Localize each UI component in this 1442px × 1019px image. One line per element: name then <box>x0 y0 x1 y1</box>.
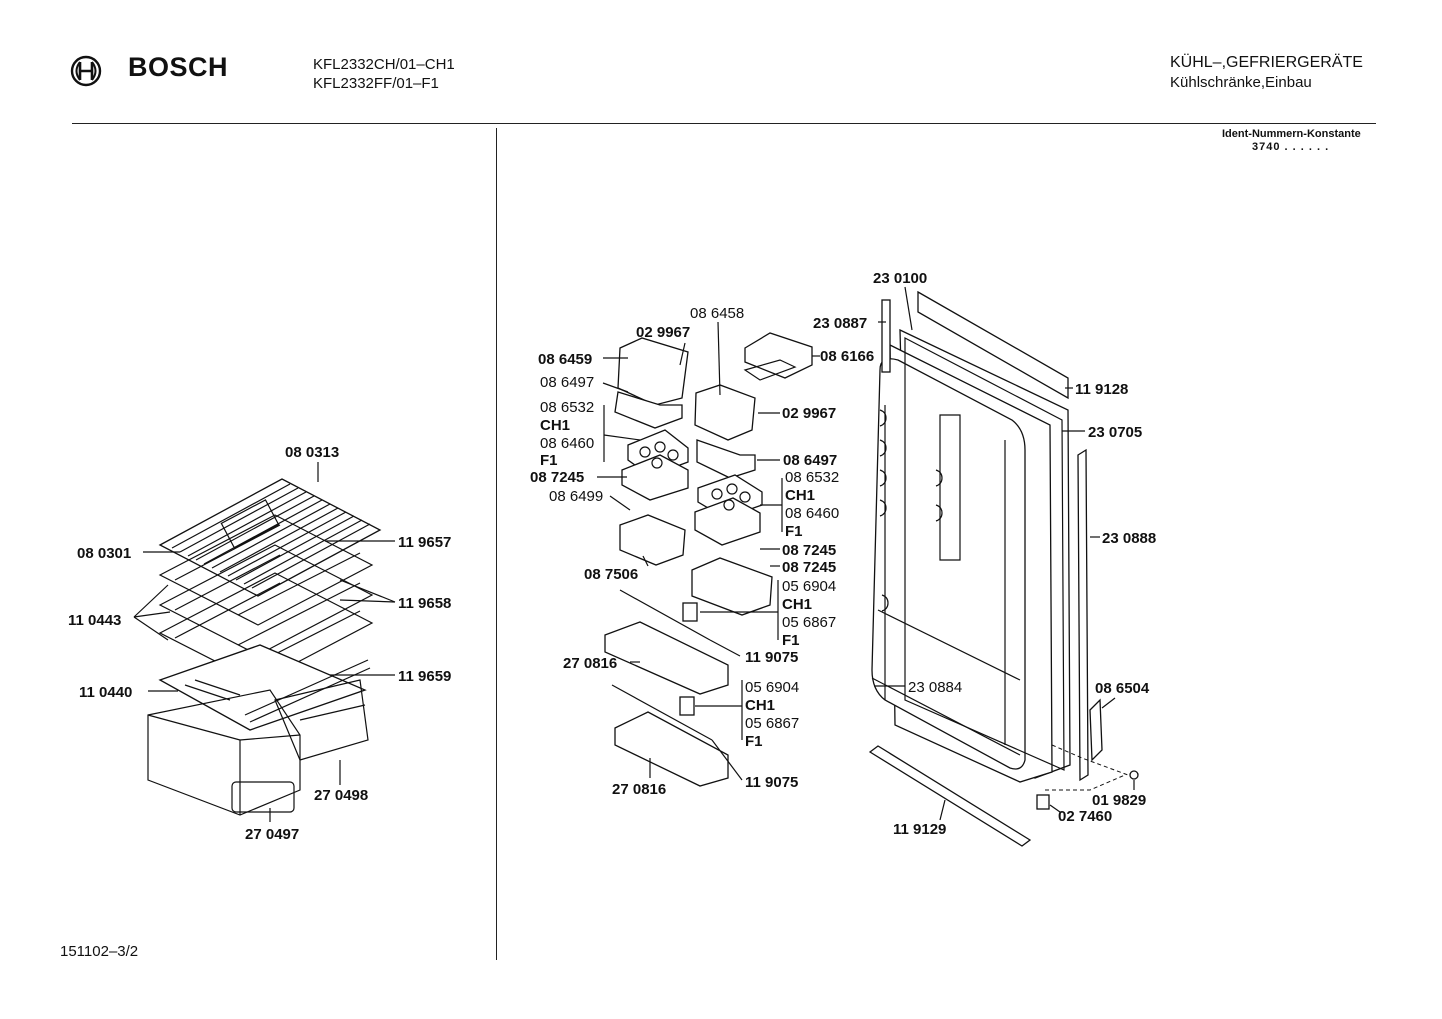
part-label: 11 9657 <box>398 534 451 551</box>
part-label: 23 0887 <box>813 315 867 332</box>
brand-name: BOSCH <box>128 52 229 82</box>
part-label: 23 0888 <box>1102 530 1156 547</box>
part-label: F1 <box>785 523 803 540</box>
part-label: 11 9129 <box>893 821 946 838</box>
part-label: 05 6904 <box>782 578 836 595</box>
ident-label: Ident-Nummern-Konstante <box>1222 128 1361 140</box>
part-label: CH1 <box>745 697 775 714</box>
part-label: 11 0440 <box>79 684 132 701</box>
part-label: F1 <box>782 632 800 649</box>
part-label: 08 6497 <box>783 452 837 469</box>
part-label: 02 9967 <box>782 405 836 422</box>
part-label: 02 7460 <box>1058 808 1112 825</box>
model-number-ff: KFL2332FF/01–F1 <box>313 75 439 92</box>
bosch-logo-icon <box>70 55 102 87</box>
part-label: CH1 <box>540 417 570 434</box>
part-label: 08 0313 <box>285 444 339 461</box>
part-label: 11 9075 <box>745 774 798 791</box>
part-label: 08 6499 <box>549 488 603 505</box>
part-label: CH1 <box>785 487 815 504</box>
part-label: 23 0705 <box>1088 424 1142 441</box>
left-leader-lines <box>133 462 396 822</box>
part-label: 08 6504 <box>1095 680 1150 697</box>
part-label: 08 6532 <box>540 399 594 416</box>
product-category: KÜHL–,GEFRIERGERÄTE <box>1170 54 1363 71</box>
part-label: 02 9967 <box>636 324 690 341</box>
column-divider <box>496 128 497 960</box>
part-label: 27 0498 <box>314 787 368 804</box>
part-label: 23 0884 <box>908 679 962 696</box>
part-label: 08 0301 <box>77 545 131 562</box>
part-label: 08 6459 <box>538 351 592 368</box>
part-label: 08 7245 <box>782 559 836 576</box>
part-label: 08 6460 <box>540 435 594 452</box>
part-label: 08 7245 <box>530 469 584 486</box>
part-label: 08 6532 <box>785 469 839 486</box>
product-subcategory: Kühlschränke,Einbau <box>1170 74 1312 91</box>
part-label: F1 <box>540 452 558 469</box>
part-label: 23 0100 <box>873 270 927 287</box>
part-label: 11 9075 <box>745 649 798 666</box>
part-label: 08 6166 <box>820 348 874 365</box>
part-label: 11 9658 <box>398 595 451 612</box>
part-label: 27 0816 <box>563 655 617 672</box>
part-label: 05 6867 <box>782 614 836 631</box>
part-label: 08 7245 <box>782 542 836 559</box>
part-label: 08 7506 <box>584 566 638 583</box>
part-label: F1 <box>745 733 763 750</box>
part-label: 27 0497 <box>245 826 299 843</box>
page-reference: 151102–3/2 <box>60 943 139 960</box>
part-label: 05 6867 <box>745 715 799 732</box>
part-label: 11 9659 <box>398 668 451 685</box>
shelf-assembly-drawing <box>147 478 382 816</box>
part-label: 08 6460 <box>785 505 839 522</box>
model-number-ch: KFL2332CH/01–CH1 <box>313 56 455 73</box>
part-label: 08 6497 <box>540 374 594 391</box>
part-label: 08 6458 <box>690 305 744 322</box>
right-leader-lines <box>597 286 1135 821</box>
header-divider <box>72 123 1376 124</box>
part-label: 11 0443 <box>68 612 121 629</box>
part-labels: 08 0313 08 0301 11 9657 11 0443 11 9658 … <box>68 270 1156 843</box>
ident-value: 3740 . . . . . . <box>1252 141 1330 153</box>
part-label: CH1 <box>782 596 812 613</box>
part-label: 01 9829 <box>1092 792 1146 809</box>
part-label: 05 6904 <box>745 679 799 696</box>
door-assembly-drawing <box>604 290 1139 847</box>
part-label: 11 9128 <box>1075 381 1128 398</box>
part-label: 27 0816 <box>612 781 666 798</box>
